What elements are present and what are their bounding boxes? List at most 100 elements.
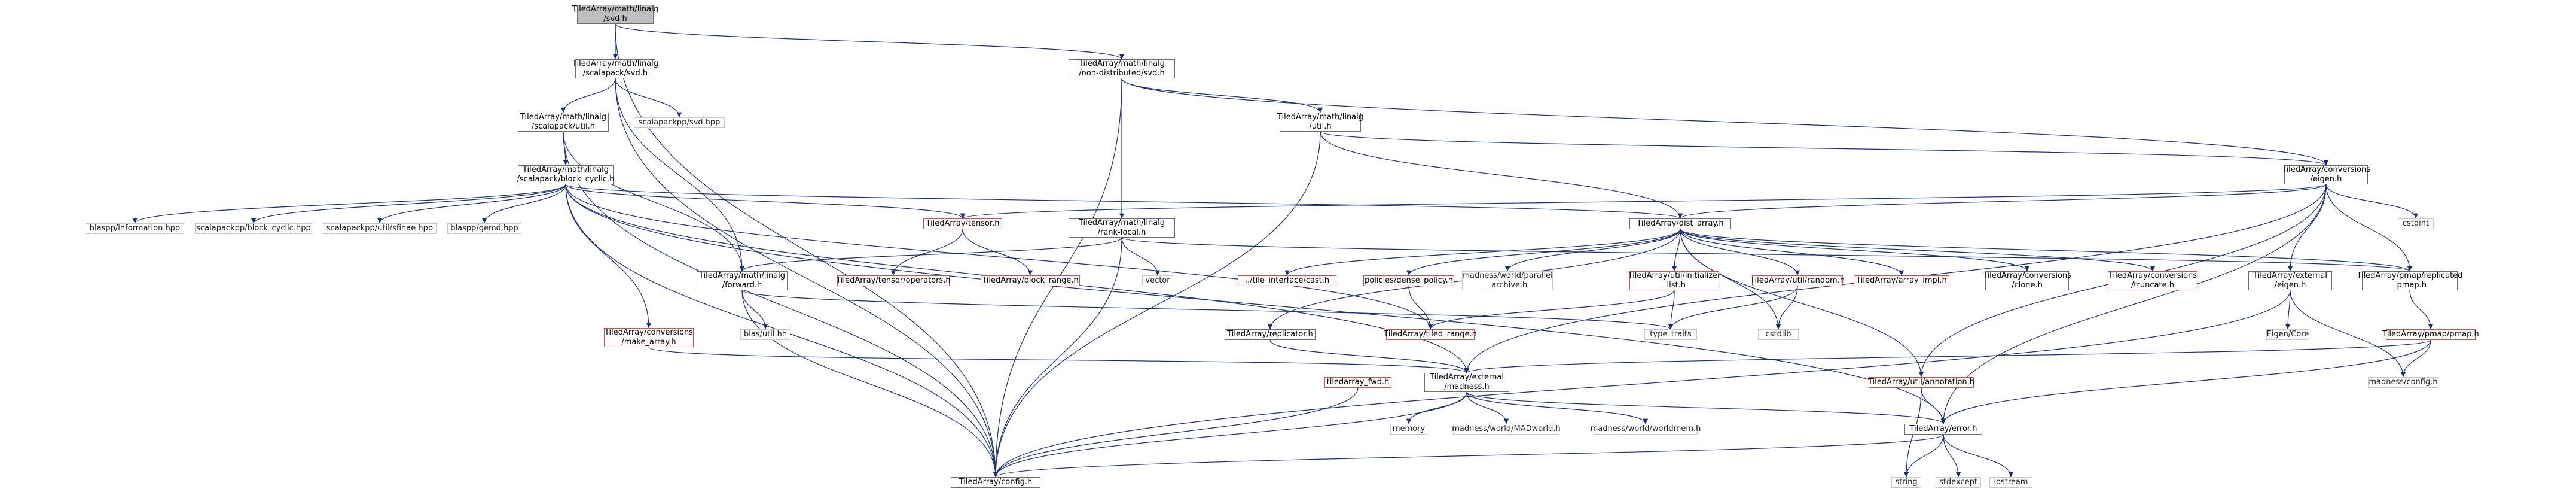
node-label: /truncate.h: [2131, 281, 2174, 290]
edge-block_cyclic-to-blaspp_info: [132, 184, 566, 224]
edge-rank_local-to-config: [993, 237, 1122, 478]
node-string: string: [1891, 477, 1921, 488]
edge-block_cyclic-to-blaspp_gemd: [481, 184, 566, 224]
node-replicated-pmap[interactable]: TiledArray/pmap/replicated_pmap.h: [2357, 271, 2462, 290]
node-random[interactable]: TiledArray/util/random.h: [1750, 275, 1845, 286]
node-stdexcept: stdexcept: [1936, 477, 1981, 488]
node-tensor-operators[interactable]: TiledArray/tensor/operators.h: [836, 275, 951, 286]
node-tile-interface-cast[interactable]: ../tile_interface/cast.h: [1238, 275, 1336, 286]
node-error[interactable]: TiledArray/error.h: [1904, 424, 1982, 435]
node-tiledarray-fwd[interactable]: tiledarray_fwd.h: [1324, 377, 1391, 388]
edge-error-to-iostream: [1943, 434, 2014, 478]
edge-ext_eigen-to-madness_config: [2290, 290, 2406, 378]
node-label: TiledArray/error.h: [1909, 424, 1977, 433]
edge-error-to-stdexcept: [1943, 434, 1961, 478]
node-pmap[interactable]: TiledArray/pmap/pmap.h: [2382, 329, 2479, 340]
edge-dist_array-to-annotation: [1680, 229, 1924, 378]
node-label: /clone.h: [2012, 281, 2043, 290]
node-svd-root[interactable]: TiledArray/math/linalg/svd.h: [572, 5, 658, 24]
node-label: madness/config.h: [2369, 378, 2438, 387]
edge-ext_madness-to-error: [1466, 391, 1946, 424]
node-label: Eigen/Core: [2266, 330, 2309, 339]
edge-random-to-type_traits: [1668, 286, 1798, 330]
node-label: TiledArray/util/annotation.h: [1867, 378, 1975, 387]
node-rank-local[interactable]: TiledArray/math/linalg/rank-local.h: [1069, 218, 1175, 238]
node-iostream: iostream: [1989, 477, 2032, 488]
node-non-distributed-svd[interactable]: TiledArray/math/linalg/non-distributed/s…: [1069, 59, 1175, 78]
node-conversions-clone[interactable]: TiledArray/conversions/clone.h: [1983, 271, 2071, 290]
node-label: TiledArray/external: [2253, 271, 2327, 280]
node-label: TiledArray/tensor.h: [926, 219, 1000, 228]
node-tiled-range[interactable]: TiledArray/tiled_range.h: [1384, 329, 1477, 340]
edge-ext_eigen-to-config: [993, 290, 2291, 478]
edge-make_array-to-ext_madness: [648, 347, 1469, 373]
node-label: TiledArray/conversions: [604, 328, 694, 337]
edge-dist_array-to-array_impl: [1680, 229, 1904, 276]
node-label: TiledArray/conversions: [2281, 165, 2371, 174]
edge-ext_madness-to-worldmem: [1466, 391, 1649, 424]
node-label: /rank-local.h: [1097, 228, 1146, 237]
edge-error-to-config: [993, 434, 1944, 478]
edge-error-to-string: [1903, 434, 1944, 478]
node-label: TiledArray/math/linalg: [572, 59, 659, 68]
node-memory: memory: [1390, 424, 1427, 435]
edge-block_cyclic-to-scalpp_infinae: [377, 184, 566, 224]
node-label: /scalapack/util.h: [531, 122, 596, 131]
edge-ext_eigen-to-eigen_core: [2285, 290, 2291, 330]
node-block-cyclic[interactable]: TiledArray/math/linalg/scalapack/block_c…: [517, 165, 614, 184]
node-label: TiledArray/util/random.h: [1750, 276, 1845, 285]
edge-block_cyclic-to-error: [565, 184, 1946, 424]
node-dense-policy[interactable]: policies/dense_policy.h: [1363, 275, 1454, 286]
node-label: TiledArray/math/linalg: [520, 113, 607, 122]
node-make-array[interactable]: TiledArray/conversions/make_array.h: [604, 328, 694, 347]
node-linalg-util[interactable]: TiledArray/math/linalg/util.h: [1277, 113, 1363, 132]
node-label: TiledArray/config.h: [959, 478, 1033, 487]
node-config[interactable]: TiledArray/config.h: [951, 477, 1040, 488]
node-conversions-truncate[interactable]: TiledArray/conversions/truncate.h: [2108, 271, 2197, 290]
node-scalapackpp-svd: scalapackpp/svd.hpp: [634, 117, 725, 128]
edge-nd_svd-to-conv_eigen: [1121, 78, 2328, 166]
node-label: /madness.h: [1444, 382, 1490, 391]
node-label: scalapackpp/block_cyclic.hpp: [196, 224, 311, 233]
node-label: iostream: [1994, 478, 2028, 487]
node-cstdint: cstdint: [2398, 218, 2434, 229]
node-external-madness[interactable]: TiledArray/external/madness.h: [1424, 373, 1509, 392]
node-label: tiledarray_fwd.h: [1326, 378, 1390, 387]
node-scalapack-util[interactable]: TiledArray/math/linalg/scalapack/util.h: [518, 113, 609, 132]
edge-dense_policy-to-tiled_range: [1408, 286, 1433, 330]
edge-scal_util-to-forward: [563, 131, 745, 272]
node-label: string: [1895, 478, 1918, 487]
node-label: blas/util.hh: [743, 330, 788, 339]
node-label: ../tile_interface/cast.h: [1244, 276, 1330, 285]
node-array-impl[interactable]: TiledArray/array_impl.h: [1854, 275, 1949, 286]
node-linalg-forward[interactable]: TiledArray/math/linalg/forward.h: [697, 271, 788, 290]
node-dist-array[interactable]: TiledArray/dist_array.h: [1629, 218, 1731, 229]
edge-init_list-to-tiled_range: [1427, 290, 1675, 330]
node-label: memory: [1392, 424, 1426, 433]
edge-scal_svd-to-scal_util: [560, 78, 616, 113]
node-scalapack-svd[interactable]: TiledArray/math/linalg/scalapack/svd.h: [572, 59, 659, 78]
node-label: /make_array.h: [621, 338, 676, 347]
node-tensor[interactable]: TiledArray/tensor.h: [923, 218, 1002, 229]
edge-pmap-to-madness_config: [2400, 339, 2431, 378]
edge-pmap-to-error: [1940, 339, 2431, 424]
node-label: /svd.h: [603, 14, 627, 23]
node-scalapackpp-block-cyclic: scalapackpp/block_cyclic.hpp: [195, 223, 312, 234]
edge-root-to-config: [615, 23, 999, 478]
node-label: cstdint: [2402, 219, 2430, 228]
node-label: _list.h: [1663, 281, 1686, 290]
edge-tiledarray_fwd-to-config: [993, 387, 1359, 478]
node-initializer-list[interactable]: TiledArray/util/initializer_list.h: [1628, 271, 1720, 290]
node-block-range[interactable]: TiledArray/block_range.h: [981, 275, 1080, 286]
node-replicator[interactable]: TiledArray/replicator.h: [1225, 329, 1316, 340]
node-label: _archive.h: [1487, 281, 1528, 290]
node-external-eigen[interactable]: TiledArray/external/eigen.h: [2248, 271, 2332, 290]
node-annotation[interactable]: TiledArray/util/annotation.h: [1867, 377, 1975, 388]
node-label: TiledArray/math/linalg: [522, 165, 609, 174]
node-label: type_traits: [1650, 330, 1692, 339]
edge-dist_array-to-init_list: [1671, 229, 1681, 272]
node-conversions-eigen[interactable]: TiledArray/conversions/eigen.h: [2281, 165, 2371, 184]
edge-conv_eigen-to-cstdint: [2325, 184, 2419, 219]
edge-dist_array-to-conv_truncate: [1680, 229, 2156, 272]
